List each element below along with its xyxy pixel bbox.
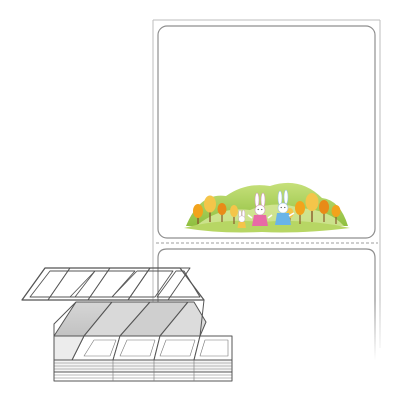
meadow-illustration: [184, 182, 350, 233]
second-label: [157, 248, 376, 360]
tree-group: [193, 193, 341, 224]
liner-sheet: [152, 19, 381, 348]
stack-top-row: [71, 335, 233, 361]
rabbit-pink: [247, 192, 273, 226]
top-label-row: [21, 267, 205, 301]
rabbit-small: [237, 209, 246, 228]
fold-riser: [53, 301, 207, 337]
stack-layers: [53, 359, 233, 382]
rabbit-blue: [275, 189, 295, 225]
fold-edge: [22, 299, 205, 337]
fanfold-stack: [21, 267, 233, 382]
top-label: [157, 25, 376, 239]
